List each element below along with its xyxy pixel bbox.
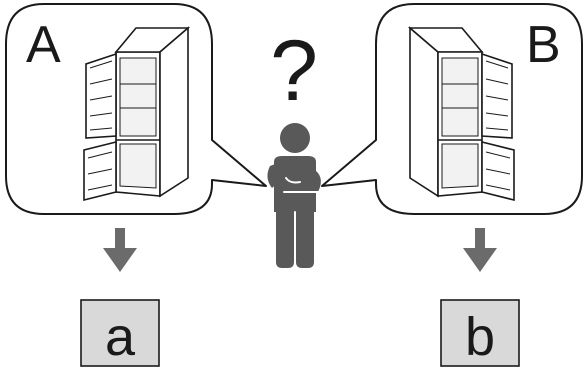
question-mark: ? <box>270 23 318 119</box>
fridge-b-icon <box>407 26 515 202</box>
thinking-person-arm-detail <box>283 177 319 263</box>
option-b-bubble-label: B <box>526 16 561 74</box>
option-a-result-label: a <box>105 307 136 367</box>
arrow-down-icon <box>103 228 137 272</box>
thinking-person-icon <box>267 123 321 268</box>
option-a-bubble-label: A <box>26 16 61 74</box>
fridge-a-icon <box>83 26 191 202</box>
arrow-down-icon <box>463 228 497 272</box>
option-b-result-box: b <box>440 299 520 367</box>
option-b-result-label: b <box>465 307 495 367</box>
option-a-result-box: a <box>80 299 160 367</box>
option-a-bubble: A <box>5 3 267 215</box>
option-b-bubble: B <box>321 3 583 215</box>
